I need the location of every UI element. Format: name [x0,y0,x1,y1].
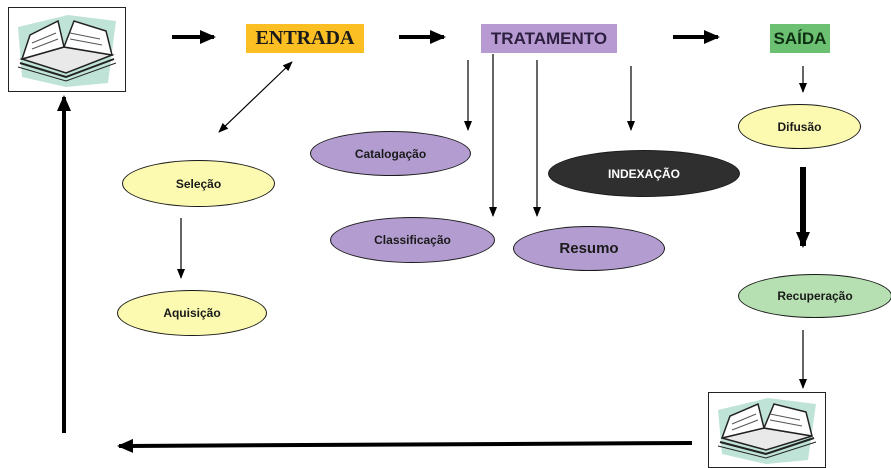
node-selecao: Seleção [122,160,275,207]
stage-tratamento: TRATAMENTO [481,24,617,53]
arrow-entrada-selecao [218,61,293,133]
node-indexacao: INDEXAÇÃO [548,150,740,197]
arrow-return-bottom [117,438,693,453]
node-difusao: Difusão [738,104,861,149]
node-catalogacao: Catalogação [310,131,471,176]
node-recuperacao: Recuperação [738,274,891,318]
node-resumo: Resumo [513,226,665,271]
stage-saida: SAÍDA [770,24,830,53]
node-aquisicao: Aquisição [117,290,267,336]
node-classificacao: Classificação [330,217,495,263]
open-book-icon [708,392,826,468]
open-book-icon [8,7,126,92]
stage-entrada: ENTRADA [246,24,364,53]
